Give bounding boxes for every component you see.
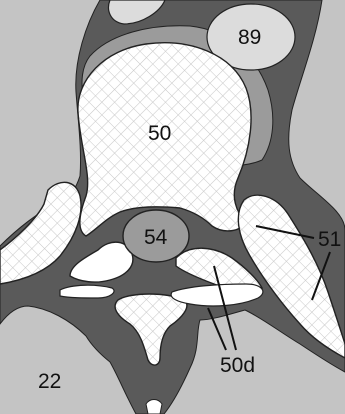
label-dorsal-process: 50d [220,354,255,377]
lower-left-strip [60,285,114,298]
label-spinal-cord: 54 [144,226,168,249]
label-rib: 51 [318,228,341,251]
label-aorta: 89 [238,26,261,49]
label-muscle: 22 [38,370,61,393]
bottom-mark [146,400,162,414]
label-vertebral-body: 50 [148,122,171,145]
